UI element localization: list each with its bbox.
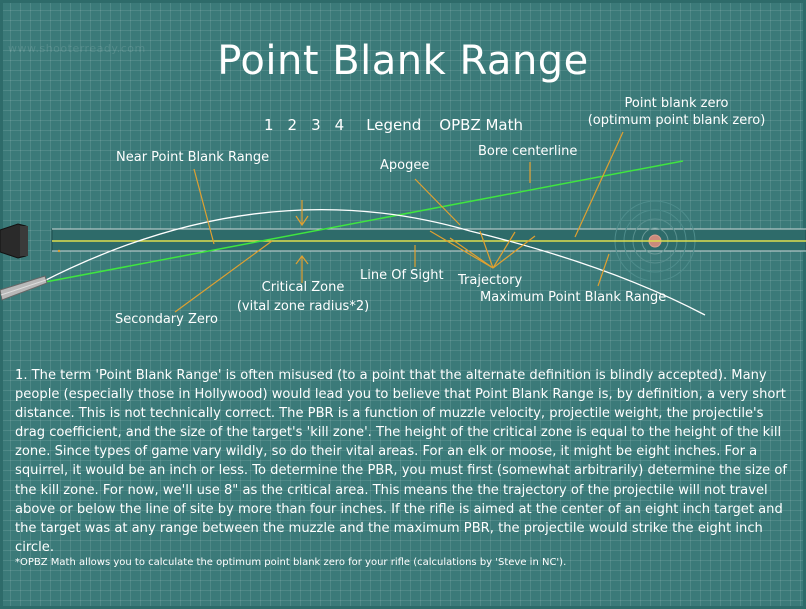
label-secondary-zero: Secondary Zero bbox=[115, 312, 218, 327]
muzzle-marker bbox=[57, 249, 61, 253]
explanation-paragraph: 1. The term 'Point Blank Range' is often… bbox=[15, 368, 787, 555]
nav-link-2[interactable]: 2 bbox=[287, 116, 298, 134]
label-point-blank-zero-sub: (optimum point blank zero) bbox=[587, 113, 766, 128]
bore-centerline bbox=[39, 160, 684, 284]
page-title: Point Blank Range bbox=[217, 38, 589, 84]
label-point-blank-zero-title: Point blank zero bbox=[624, 96, 729, 111]
label-bore-centerline: Bore centerline bbox=[478, 144, 578, 159]
label-trajectory: Trajectory bbox=[458, 273, 523, 288]
watermark: www.shooterready.com bbox=[8, 42, 146, 55]
nav-link-legend[interactable]: Legend bbox=[366, 116, 422, 134]
label-apogee: Apogee bbox=[380, 158, 430, 173]
label-critical-zone: Critical Zone (vital zone radius*2) bbox=[228, 279, 378, 315]
nav-link-4[interactable]: 4 bbox=[334, 116, 345, 134]
nav-link-3[interactable]: 3 bbox=[311, 116, 321, 134]
label-critical-zone-sub: (vital zone radius*2) bbox=[236, 299, 370, 314]
rifle-scope-icon bbox=[0, 223, 28, 259]
footnote: *OPBZ Math allows you to calculate the o… bbox=[15, 557, 567, 568]
label-line-of-sight: Line Of Sight bbox=[360, 268, 444, 283]
rifle-barrel-icon bbox=[0, 275, 48, 301]
label-max-pbr: Maximum Point Blank Range bbox=[480, 290, 667, 305]
nav-link-opbz-math[interactable]: OPBZ Math bbox=[439, 116, 524, 134]
trajectory-curve bbox=[39, 208, 706, 316]
label-near-pbr: Near Point Blank Range bbox=[116, 150, 270, 165]
nav-link-1[interactable]: 1 bbox=[264, 116, 274, 134]
callout-lines bbox=[174, 131, 624, 313]
label-point-blank-zero: Point blank zero (optimum point blank ze… bbox=[574, 95, 779, 129]
label-critical-zone-title: Critical Zone bbox=[261, 280, 345, 295]
nav-bar: 1 2 3 4 Legend OPBZ Math bbox=[264, 116, 537, 134]
